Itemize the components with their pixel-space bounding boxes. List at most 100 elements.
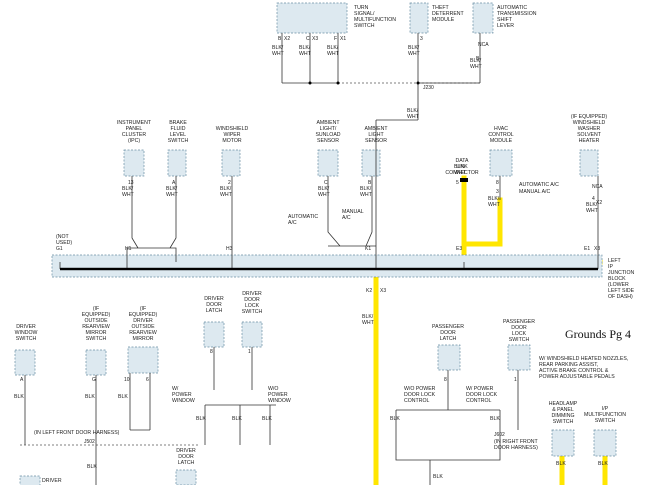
hvac-label-line-2: MODULE [490, 138, 513, 144]
driver-window-label-line-1: WINDOW [15, 330, 38, 336]
hvac-module-box [489, 149, 513, 177]
ip-multifunction-label-line-0: I/P [602, 406, 609, 412]
pin-trans-b: B [476, 56, 480, 62]
pin-dl-8: 8 [210, 349, 213, 355]
manual-ac2-label: MANUAL A/C [519, 189, 550, 195]
brake-fluid-label-line-1: FLUID [171, 126, 186, 132]
driver-latch-label-line-0: DRIVER [204, 296, 224, 302]
page-title: Grounds Pg 4 [565, 327, 631, 341]
blk-wht-label-10-line-0: BLK/ [360, 186, 372, 192]
driver-window-label-line-0: DRIVER [16, 324, 36, 330]
junction-block-label-line-4: (LOWER [608, 282, 629, 288]
driver-lock-label-line-2: LOCK [245, 303, 260, 309]
ambient-sensor-box [361, 149, 381, 177]
driver-mirror-label-line-4: REARVIEW [129, 330, 157, 336]
driver-bottom-box [19, 475, 41, 485]
blk-wht-label-10-line-1: WHT [360, 192, 373, 198]
pin-wiper-2: 2 [228, 180, 231, 186]
automatic-ac-label-line-0: AUTOMATIC [288, 214, 318, 220]
driver-lock-label-line-1: DOOR [244, 297, 260, 303]
trans-lever-label-line-2: SHIFT [497, 17, 513, 23]
driver-latch2-box [175, 469, 197, 485]
blk-wht-label-1-line-1: WHT [299, 51, 312, 57]
left-front-harness-label: (IN LEFT FRONT DOOR HARNESS) [34, 430, 120, 436]
junction-block-label-line-2: JUNCTION [608, 270, 634, 276]
mirror-switch-label-line-4: MIRROR [85, 330, 106, 336]
blk-wht-label-4-line-0: BLK/ [470, 58, 482, 64]
passenger-lock-label-line-0: PASSENGER [503, 319, 535, 325]
driver-bottom-label: DRIVER [42, 478, 62, 484]
trans-lever-label-line-1: TRANSMISSION [497, 11, 537, 17]
headlamp-dimming-label-line-0: HEADLAMP [549, 401, 578, 407]
turn-signal-label-line-2: MULTIFUNCTION [354, 17, 396, 23]
pin-ipc-13: 13 [128, 180, 134, 186]
blk-wht-label-3-line-0: BLK/ [408, 45, 420, 51]
not-used-label-line-0: (NOT [56, 234, 70, 240]
dlc-label-line-0: DATA [455, 158, 469, 164]
theft-module-label-line-2: MODULE [432, 17, 455, 23]
w-power-door-label-line-1: DOOR LOCK [466, 392, 498, 398]
sunload-sensor-box [317, 149, 339, 177]
theft-module-box [409, 2, 429, 34]
driver-latch2-label-line-1: DOOR [178, 454, 194, 460]
blk-wht-label-12-line-1: WHT [488, 202, 501, 208]
blk-label-9: BLK [598, 461, 608, 467]
junction-block-label-line-3: BLOCK [608, 276, 626, 282]
pin-dk-1: 1 [248, 349, 251, 355]
ip-multifunction-label-line-2: SWITCH [595, 418, 616, 424]
blk-label-6: BLK [390, 416, 400, 422]
pin-ts-x3: X3 [312, 36, 318, 42]
driver-latch-label-line-1: DOOR [206, 302, 222, 308]
brake-fluid-label-line-2: LEVEL [170, 132, 186, 138]
heated-note-line-1: REAR PARKING ASSIST, [539, 362, 598, 368]
blk-label-5: BLK [262, 416, 272, 422]
driver-latch2-label-line-2: LATCH [178, 460, 195, 466]
washer-heater-label-line-0: (IF EQUIPPED) [571, 114, 608, 120]
trans-lever-label-line-0: AUTOMATIC [497, 5, 527, 11]
driver-mirror-box [127, 346, 159, 374]
pin-m2-6: 6 [146, 377, 149, 383]
washer-heater-label-line-4: HEATER [579, 138, 600, 144]
blk-label-8: BLK [556, 461, 566, 467]
wo-power-door-label-line-0: W/O POWER [404, 386, 436, 392]
blk-wht-label-0-line-0: BLK/ [272, 45, 284, 51]
pin-pk-1: 1 [514, 377, 517, 383]
blk-wht-label-3-line-1: WHT [408, 51, 421, 57]
mirror-switch-label-line-5: SWITCH [86, 336, 107, 342]
sunload-sensor-label-line-3: SENSOR [317, 138, 339, 144]
h1-label: H1 [125, 246, 132, 252]
pin-hvac-8: 8 [496, 180, 499, 186]
washer-heater-label-line-1: WINDSHIELD [573, 120, 606, 126]
ambient-sensor-label-line-1: LIGHT [368, 132, 384, 138]
wiper-motor-box [221, 149, 241, 177]
x2-label: X2 [596, 200, 602, 206]
right-front-harness-label-line-0: (IN RIGHT FRONT [494, 439, 539, 445]
pin-ts-c: C [306, 36, 310, 42]
pin-m1-g: G [92, 377, 96, 383]
ip-multifunction-box [593, 429, 617, 457]
wiper-motor-label-line-2: MOTOR [222, 138, 241, 144]
heated-note-line-0: W/ WINDSHIELD HEATED NOZZLES, [539, 356, 628, 362]
blk-wht-label-1-line-0: BLK/ [299, 45, 311, 51]
pin-ts-x2: X2 [284, 36, 290, 42]
ipc-label-line-1: PANEL [126, 126, 143, 132]
turn-signal-switch-box [276, 2, 348, 34]
driver-mirror-label-line-5: MIRROR [132, 336, 153, 342]
brake-fluid-label-line-3: SWITCH [168, 138, 189, 144]
hvac-label-line-0: HVAC [494, 126, 508, 132]
pin-hvac-3: 3 [496, 189, 499, 195]
driver-mirror-label-line-1: EQUIPPED) [129, 312, 158, 318]
blk-label-0: BLK [14, 394, 24, 400]
blk-wht-label-6-line-1: WHT [122, 192, 135, 198]
blk-wht-label-7-line-1: WHT [166, 192, 179, 198]
junction-block-label-line-1: IP [608, 264, 613, 270]
theft-module-label-line-0: THEFT [432, 5, 450, 11]
blk-wht-label-8-line-0: BLK/ [220, 186, 232, 192]
headlamp-dimming-box [551, 429, 575, 457]
pin-pl-8: 8 [444, 377, 447, 383]
blk-wht-label-11-line-0: BLK/ [454, 164, 466, 170]
passenger-latch-label-line-1: DOOR [440, 330, 456, 336]
wo-power-door-label-line-1: DOOR LOCK [404, 392, 436, 398]
manual-ac-label-line-1: A/C [342, 215, 351, 221]
